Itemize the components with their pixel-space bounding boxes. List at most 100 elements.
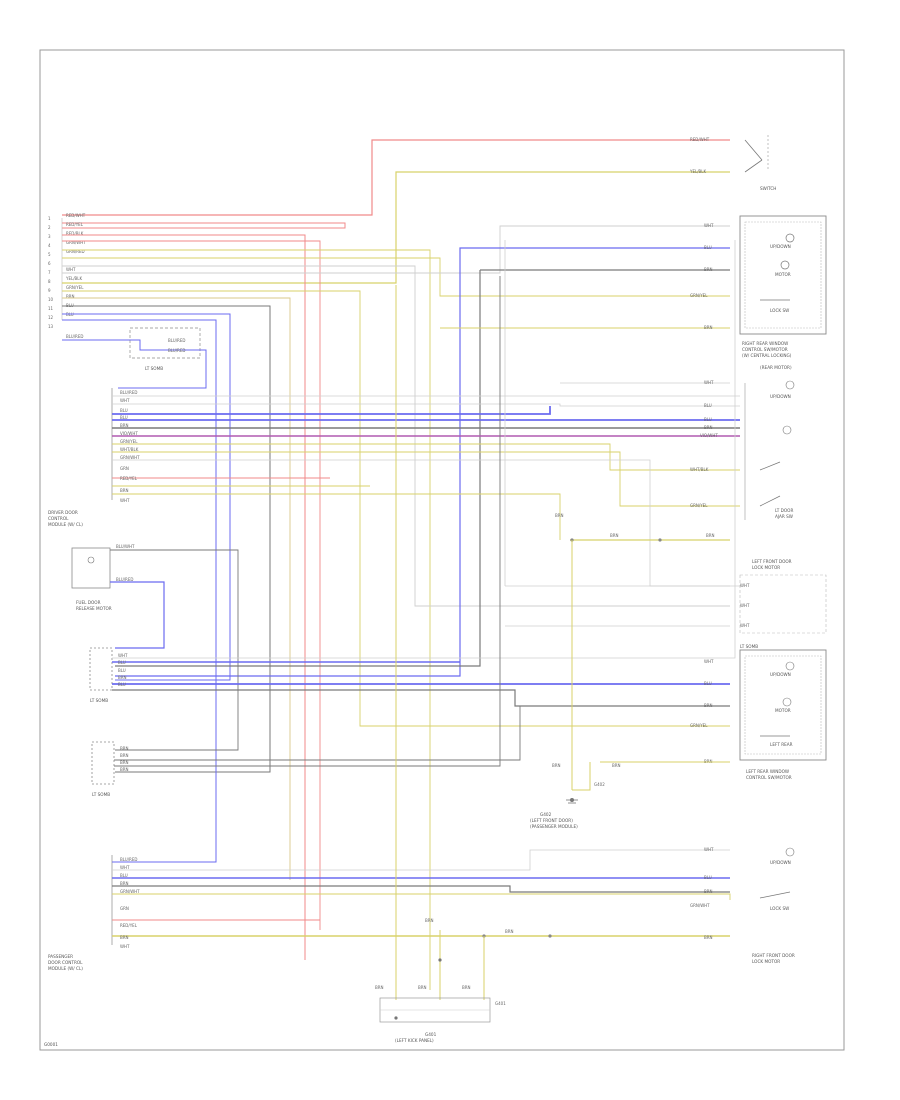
svg-text:GRN/YEL: GRN/YEL (690, 293, 708, 298)
svg-text:GRN/WHT: GRN/WHT (120, 889, 140, 894)
ground-g401: BRN BRN BRN G401 G401 (LEFT KICK PANEL) (375, 285, 506, 1043)
svg-text:BRN: BRN (704, 425, 713, 430)
right-top-module: UP/DOWN MOTOR LOCK SW RIGHT REAR WINDOW … (739, 215, 827, 370)
svg-text:BRN: BRN (120, 760, 129, 765)
svg-text:MODULE (W/ CL): MODULE (W/ CL) (48, 966, 83, 971)
passenger-module: BLU/RED WHT BLU BRN GRN/WHT GRN RED/YEL … (48, 847, 795, 971)
svg-text:RELEASE MOTOR: RELEASE MOTOR (76, 606, 112, 611)
central-connector-bus: BLU/RED WHT BLU BLU BRN VIO/WHT GRN/YEL … (48, 388, 740, 587)
svg-text:GRN/WHT: GRN/WHT (66, 240, 86, 245)
svg-text:WHT: WHT (704, 380, 714, 385)
svg-text:WHT: WHT (740, 583, 750, 588)
svg-text:12: 12 (48, 315, 54, 320)
svg-text:LOCK MOTOR: LOCK MOTOR (752, 565, 780, 570)
svg-text:WHT: WHT (120, 944, 130, 949)
svg-text:9: 9 (48, 288, 51, 293)
svg-text:BLU: BLU (704, 403, 712, 408)
svg-text:BRN: BRN (120, 488, 129, 493)
svg-text:BRN: BRN (610, 533, 619, 538)
svg-text:GRN/YEL: GRN/YEL (690, 503, 708, 508)
svg-text:BRN: BRN (704, 889, 713, 894)
svg-text:BRN: BRN (706, 533, 715, 538)
svg-text:BRN: BRN (120, 935, 129, 940)
svg-text:UP/DOWN: UP/DOWN (770, 244, 791, 249)
svg-text:LEFT FRONT DOOR: LEFT FRONT DOOR (752, 559, 792, 564)
svg-text:MODULE (W/ CL): MODULE (W/ CL) (48, 522, 83, 527)
svg-text:G402: G402 (594, 782, 605, 787)
svg-text:BLU/RED: BLU/RED (120, 390, 137, 395)
svg-text:BLU/WHT: BLU/WHT (116, 544, 135, 549)
svg-text:GRN/YEL: GRN/YEL (120, 439, 138, 444)
svg-text:(LEFT FRONT DOOR): (LEFT FRONT DOOR) (530, 818, 573, 823)
svg-text:BLU: BLU (120, 415, 128, 420)
svg-text:WHT: WHT (740, 623, 750, 628)
svg-text:WHT: WHT (740, 603, 750, 608)
svg-text:LEFT REAR WINDOW: LEFT REAR WINDOW (746, 769, 789, 774)
svg-text:CONTROL SW/MOTOR: CONTROL SW/MOTOR (746, 775, 792, 780)
svg-text:1: 1 (48, 216, 51, 221)
svg-text:RED/YEL: RED/YEL (120, 923, 138, 928)
svg-text:BRN: BRN (612, 763, 621, 768)
svg-text:FUEL DOOR: FUEL DOOR (76, 600, 101, 605)
svg-text:RIGHT REAR WINDOW: RIGHT REAR WINDOW (742, 341, 788, 346)
svg-text:RED/BLK: RED/BLK (66, 231, 84, 236)
svg-text:GRN/WHT: GRN/WHT (690, 903, 710, 908)
svg-text:VIO/WHT: VIO/WHT (700, 433, 718, 438)
svg-text:UP/DOWN: UP/DOWN (770, 860, 791, 865)
svg-text:LOCK MOTOR: LOCK MOTOR (752, 959, 780, 964)
svg-text:RED/WHT: RED/WHT (66, 213, 86, 218)
svg-text:LEFT REAR: LEFT REAR (770, 742, 793, 747)
svg-text:BRN: BRN (704, 703, 713, 708)
svg-text:VIO/WHT: VIO/WHT (120, 431, 138, 436)
svg-text:BLU: BLU (118, 682, 126, 687)
ground-g401-label: G401 (425, 1032, 437, 1037)
svg-text:UP/DOWN: UP/DOWN (770, 394, 791, 399)
svg-text:WHT/BLK: WHT/BLK (690, 467, 709, 472)
svg-text:GRN/WHT: GRN/WHT (120, 455, 140, 460)
svg-text:4: 4 (48, 243, 51, 248)
ground-g402: BRN BRN G402 G402 (LEFT FRONT DOOR) (PAS… (530, 540, 730, 829)
svg-text:G401: G401 (495, 1001, 506, 1006)
svg-text:MOTOR: MOTOR (775, 272, 791, 277)
svg-text:5: 5 (48, 252, 51, 257)
top-switch-wires: RED/WHT YEL/BLK (62, 135, 769, 284)
svg-text:BLU/RED: BLU/RED (168, 338, 185, 343)
svg-text:BRN: BRN (704, 267, 713, 272)
svg-text:7: 7 (48, 270, 51, 275)
right-top-module-wires: WHT BLU BRN GRN/YEL BRN (115, 223, 730, 677)
svg-text:RED/YEL: RED/YEL (120, 476, 138, 481)
svg-text:BRN: BRN (704, 935, 713, 940)
svg-text:3: 3 (48, 234, 51, 239)
svg-text:BRN: BRN (120, 767, 129, 772)
svg-text:MOTOR: MOTOR (775, 708, 791, 713)
diagram-frame (39, 49, 845, 1051)
svg-text:BLU: BLU (120, 873, 128, 878)
svg-text:RIGHT FRONT DOOR: RIGHT FRONT DOOR (752, 953, 795, 958)
svg-text:BRN: BRN (462, 985, 471, 990)
svg-text:WHT/BLK: WHT/BLK (120, 447, 139, 452)
svg-text:BLU: BLU (120, 408, 128, 413)
svg-text:BRN: BRN (120, 746, 129, 751)
svg-text:WHT: WHT (704, 847, 714, 852)
svg-text:YEL/BLK: YEL/BLK (689, 169, 707, 174)
svg-text:BRN: BRN (418, 985, 427, 990)
svg-text:WHT: WHT (120, 498, 130, 503)
svg-text:GRN: GRN (120, 906, 129, 911)
svg-text:BRN: BRN (375, 985, 384, 990)
svg-text:WHT: WHT (704, 659, 714, 664)
svg-text:G402: G402 (540, 812, 552, 817)
svg-text:13: 13 (48, 324, 54, 329)
svg-text:WHT: WHT (704, 223, 714, 228)
svg-text:WHT: WHT (66, 267, 76, 272)
svg-text:LOCK SW: LOCK SW (770, 906, 789, 911)
svg-text:WHT: WHT (118, 653, 128, 658)
svg-text:11: 11 (48, 306, 54, 311)
svg-text:BRN: BRN (555, 513, 564, 518)
svg-text:8: 8 (48, 279, 51, 284)
svg-text:BLU: BLU (704, 875, 712, 880)
svg-text:BRN: BRN (505, 929, 514, 934)
left-sensor-module: BLU/WHT BLU/RED FUEL DOOR RELEASE MOTOR (71, 544, 239, 751)
svg-text:BLU: BLU (704, 417, 712, 422)
svg-text:PASSENGER: PASSENGER (48, 954, 73, 959)
